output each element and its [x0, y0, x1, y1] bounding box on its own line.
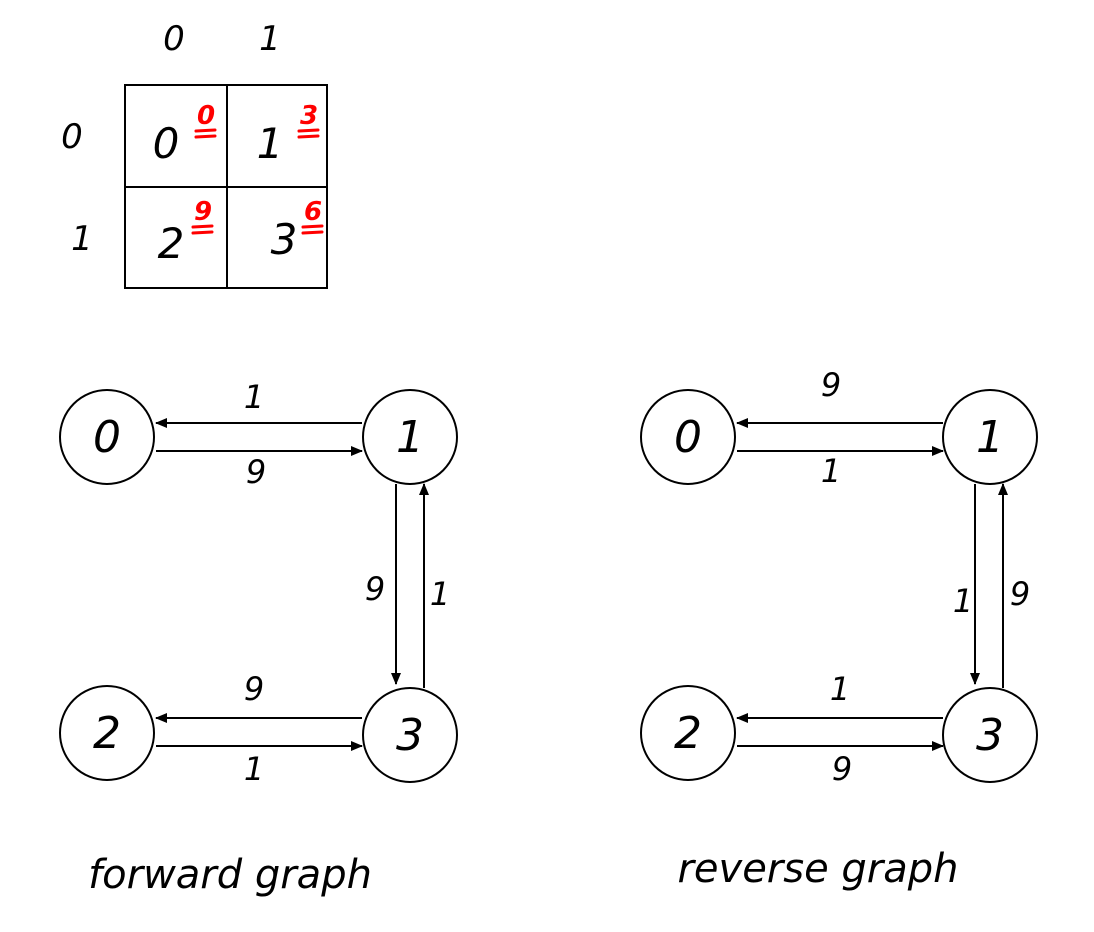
- graph-node-1: 1: [942, 389, 1038, 485]
- superscript-underline: [191, 230, 214, 235]
- reverse-graph-caption: reverse graph: [677, 846, 958, 892]
- graph-node-2: 2: [640, 685, 736, 781]
- superscript-underline: [191, 224, 214, 229]
- graph-node-1: 1: [362, 389, 458, 485]
- matrix-row-header-1: 1: [71, 219, 93, 259]
- superscript-underline: [297, 128, 320, 133]
- matrix-cell-superscript: 0: [197, 101, 215, 131]
- edge-label-1-to-3: 1: [953, 582, 973, 620]
- graph-node-0: 0: [59, 389, 155, 485]
- superscript-underline: [194, 128, 217, 133]
- graph-node-2: 2: [59, 685, 155, 781]
- forward-graph-caption: forward graph: [88, 852, 372, 898]
- graph-node-0: 0: [640, 389, 736, 485]
- edge-label-2-to-3: 9: [832, 750, 852, 788]
- node-label: 0: [674, 412, 702, 463]
- superscript-underline: [297, 134, 320, 139]
- node-label: 1: [396, 412, 424, 463]
- reverse-graph: 9 1 1 9 1 9 0 1 2 3 reverse graph: [640, 366, 1038, 892]
- superscript-underline: [194, 134, 217, 139]
- edge-label-3-to-1: 1: [430, 575, 450, 613]
- matrix-row-header-0: 0: [61, 117, 83, 157]
- superscript-underline: [301, 230, 324, 235]
- node-label: 3: [396, 710, 424, 761]
- matrix-cell-value: 1: [257, 119, 284, 168]
- node-label: 2: [93, 708, 121, 759]
- matrix-col-header-1: 1: [259, 19, 281, 59]
- matrix-cell-0-0: 0 0: [153, 101, 217, 168]
- matrix-cell-0-1: 1 3: [257, 101, 320, 168]
- edge-label-3-to-2: 1: [830, 670, 850, 708]
- node-label: 2: [674, 708, 702, 759]
- matrix-cell-superscript: 6: [304, 197, 322, 227]
- matrix-col-header-0: 0: [163, 19, 185, 59]
- edge-label-1-to-3: 9: [365, 570, 385, 608]
- matrix-cell-1-1: 3 6: [271, 197, 324, 264]
- forward-graph: 1 9 9 1 9 1 0 1 2 3 forward graph: [59, 378, 458, 898]
- superscript-underline: [301, 224, 324, 229]
- edge-label-1-to-0: 1: [244, 378, 264, 416]
- matrix: 0 1 0 1 0 0 1 3 2 9 3: [61, 19, 328, 289]
- edge-label-1-to-0: 9: [821, 366, 841, 404]
- node-label: 0: [93, 412, 121, 463]
- matrix-cell-value: 3: [271, 215, 298, 264]
- edge-label-0-to-1: 1: [821, 452, 841, 490]
- edge-label-3-to-2: 9: [244, 670, 264, 708]
- matrix-cell-value: 0: [153, 119, 180, 168]
- graph-node-3: 3: [362, 687, 458, 783]
- matrix-cell-superscript: 9: [194, 197, 212, 227]
- edge-label-2-to-3: 1: [244, 750, 264, 788]
- edge-label-0-to-1: 9: [246, 453, 266, 491]
- matrix-cell-superscript: 3: [300, 101, 318, 131]
- graph-node-3: 3: [942, 687, 1038, 783]
- node-label: 1: [976, 412, 1004, 463]
- node-label: 3: [976, 710, 1004, 761]
- matrix-cell-1-0: 2 9: [158, 197, 214, 268]
- matrix-cell-value: 2: [158, 219, 185, 268]
- edge-label-3-to-1: 9: [1010, 575, 1030, 613]
